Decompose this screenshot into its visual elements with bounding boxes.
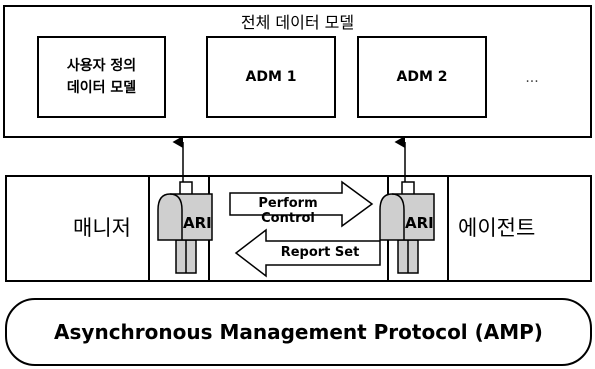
model-box-line2: 데이터 모델 [66,80,137,96]
report-set-arrow [234,228,381,278]
agent-ari-label: ARI [405,214,434,232]
perform-control-label: Perform Control [258,196,318,226]
amp-protocol-label: Asynchronous Management Protocol (AMP) [54,320,543,344]
agent-label: 에이전트 [458,216,536,240]
manager-mailbox-icon [157,181,213,274]
manager-label: 매니저 [73,216,131,240]
model-ellipsis: ... [525,70,539,86]
amp-protocol-box: Asynchronous Management Protocol (AMP) [5,298,592,366]
model-box-adm2-label: ADM 2 [396,69,448,85]
model-box-adm1-label: ADM 1 [245,69,297,85]
perform-control-arrow [229,180,374,228]
model-box-adm1: ADM 1 [206,36,336,118]
model-box-adm2: ADM 2 [357,36,487,118]
data-model-title: 전체 데이터 모델 [240,13,355,32]
model-box-line1: 사용자 정의 [66,58,137,74]
model-box-user-defined: 사용자 정의 데이터 모델 [37,36,166,118]
agent-mailbox-icon [379,181,435,274]
report-set-label: Report Set [280,245,360,260]
manager-ari-label: ARI [183,214,212,232]
